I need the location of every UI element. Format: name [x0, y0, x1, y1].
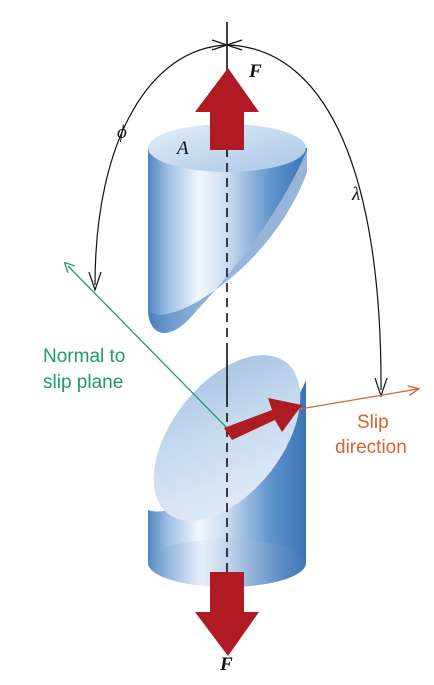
slip-direction-vector [299, 389, 418, 410]
phi-arc-arrowhead [88, 271, 102, 292]
phi-label: ϕ [117, 122, 127, 143]
normal-label-line2: slip plane [43, 372, 123, 393]
lambda-arc [226, 44, 382, 391]
normal-vector [68, 266, 228, 429]
force-arrow-down [195, 572, 259, 656]
force-label-top: F [248, 61, 262, 82]
area-label: A [175, 138, 189, 159]
upper-slip-face [148, 150, 307, 333]
slip-arrow-red [224, 398, 302, 440]
force-label-bottom: F [219, 654, 233, 675]
phi-arc [94, 44, 228, 286]
slip-plane [153, 355, 301, 521]
force-arrow-up [195, 68, 259, 150]
slip-label-line2: direction [335, 437, 407, 458]
slip-label-line1: Slip [357, 412, 389, 433]
lambda-label: λ [351, 184, 360, 205]
lambda-arc-arrowhead [374, 377, 388, 398]
normal-label-line1: Normal to [43, 346, 125, 367]
apex-arrowheads [211, 39, 243, 51]
